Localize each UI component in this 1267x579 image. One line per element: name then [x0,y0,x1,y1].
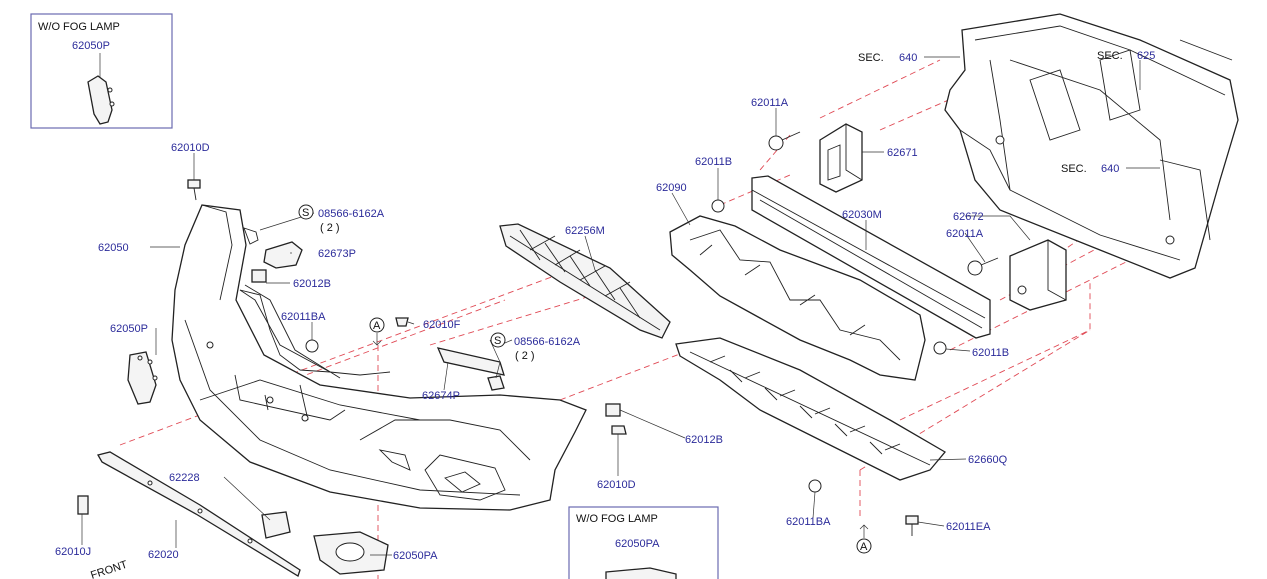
bracket-62674p [436,347,505,376]
label-62012b-b: 62012B [685,434,723,446]
label-62228: 62228 [169,472,200,484]
s-marker-a [298,204,314,220]
fog-lamp-cover-inset [87,75,113,125]
label-62010f: 62010F [423,319,461,331]
nut-62011b-a [711,199,725,213]
tow-hook-cover [261,511,291,539]
inset-bottom-title: W/O FOG LAMP [576,513,658,525]
label-62011ea: 62011EA [946,521,991,533]
clip-62011ea [905,515,919,536]
label-62256m: 62256M [565,225,605,237]
nut-62011ba-a [305,339,319,353]
ref-a-arrow-bottom [859,524,869,538]
inset-top-title: W/O FOG LAMP [38,21,120,33]
label-62011b-b: 62011B [972,347,1009,359]
labels: 62010D 62050 S 08566-6162A ( 2 ) 62673P … [55,50,1155,579]
bracket-62672 [1009,239,1067,311]
label-62050p: 62050P [110,323,148,335]
label-62030m: 62030M [842,209,882,221]
label-62012b-a: 62012B [293,278,331,290]
bolt-62011a-b [967,257,999,276]
s-marker-b-text: S [494,335,501,347]
bolt-62010d-top [187,179,201,201]
radiator-core-support [944,13,1239,279]
bumper-reinforcement [751,175,991,339]
fog-lamp-cover-left [127,351,157,405]
lower-grille [499,223,671,339]
inset-wo-fog-lamp-bottom: W/O FOG LAMP 62050PA [568,506,719,579]
label-62011a-a: 62011A [751,97,789,109]
nut-62011b-b [933,341,947,355]
label-08566-a: 08566-6162A [318,208,385,220]
label-sec-640-b: SEC. [1061,163,1087,175]
label-62020: 62020 [148,549,179,561]
label-62011b-a: 62011B [695,156,732,168]
qty-b: ( 2 ) [515,350,535,362]
inset-bottom-part: 62050PA [615,538,660,550]
clip-62010j [77,495,89,515]
ref-a-top-text: A [373,320,381,332]
label-sec-625-num: 625 [1137,50,1155,62]
label-62050pa: 62050PA [393,550,438,562]
label-62011ba-a: 62011BA [281,311,326,323]
inset-wo-fog-lamp-top: W/O FOG LAMP 62050P [30,13,173,129]
bolt-62010d-b [611,425,627,435]
bracket-62671 [819,123,863,193]
label-sec-640-a: SEC. [858,52,884,64]
label-62010d-b: 62010D [597,479,636,491]
label-62660q: 62660Q [968,454,1008,466]
label-62673p: 62673P [318,248,356,260]
label-sec-640-b-num: 640 [1101,163,1119,175]
under-cover [675,337,946,481]
label-sec-640-a-num: 640 [899,52,917,64]
label-62010j: 62010J [55,546,91,558]
nut-62011ba-b [808,479,822,493]
ref-a-marker-top [369,317,385,333]
clip-62012b-a [251,269,267,283]
bolt-62011a-a [768,131,801,151]
label-62050: 62050 [98,242,129,254]
leader-lines [81,56,1160,556]
label-62010d-top: 62010D [171,142,210,154]
label-front: FRONT [89,559,129,579]
harness [239,289,391,376]
s-marker-a-text: S [302,207,309,219]
label-08566-b: 08566-6162A [514,336,581,348]
label-62011ba-b: 62011BA [786,516,831,528]
qty-a: ( 2 ) [320,222,340,234]
label-62011a-b: 62011A [946,228,984,240]
inset-top-part: 62050P [72,40,110,52]
clip-62010f [395,317,409,327]
clip-62012b-b [605,403,621,417]
label-62672: 62672 [953,211,984,223]
label-62674p: 62674P [422,390,460,402]
ref-a-bottom-text: A [860,541,868,553]
ref-a-arrow-top [372,333,382,346]
label-sec-625: SEC. [1097,50,1123,62]
label-62090: 62090 [656,182,687,194]
energy-absorber [669,215,926,381]
s-marker-b [490,332,506,348]
bracket-62673p [263,241,303,269]
ref-a-marker-bottom [856,538,872,554]
label-62671: 62671 [887,147,918,159]
